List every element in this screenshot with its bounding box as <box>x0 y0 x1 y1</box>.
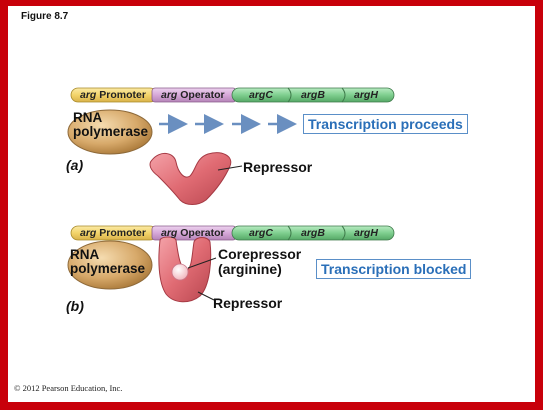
operator-label-b: arg Operator <box>161 227 225 239</box>
repressor-a-leader <box>217 165 243 171</box>
promoter-label-a: arg Promoter <box>80 89 146 101</box>
panel-a-tag: (a) <box>66 157 84 173</box>
operator-label-a: arg Operator <box>161 89 225 101</box>
gene-argC-label-a: argC <box>249 89 273 101</box>
promoter-label-b: arg Promoter <box>80 227 146 239</box>
transcription-proceeds-box: Transcription proceeds <box>303 114 468 134</box>
repressor-label-b: Repressor <box>213 295 283 311</box>
gene-argC-label-b: argC <box>249 227 273 239</box>
repressor-b <box>158 236 212 303</box>
transcription-blocked-box: Transcription blocked <box>316 259 472 279</box>
repressor-a <box>149 152 232 205</box>
repressor-label-a: Repressor <box>243 159 313 175</box>
gene-argH-label-a: argH <box>354 89 378 101</box>
figure-label: Figure 8.7 <box>21 11 69 22</box>
genes-segment-b <box>231 225 395 241</box>
repressor-b-leader <box>197 291 215 301</box>
genes-segment <box>231 87 395 103</box>
panel-b-tag: (b) <box>66 298 84 314</box>
corepressor-leader <box>187 257 217 269</box>
corepressor-arginine <box>171 263 189 281</box>
gene-argH-label-b: argH <box>354 227 378 239</box>
copyright-notice: © 2012 Pearson Education, Inc. <box>14 383 123 393</box>
gene-argB-label-b: argB <box>301 227 325 239</box>
corepressor-label: Corepressor(arginine) <box>218 246 302 277</box>
operon-b <box>70 225 395 241</box>
gene-argB-label-a: argB <box>301 89 325 101</box>
rna-polymerase-a <box>67 109 153 155</box>
operon-a <box>70 87 395 103</box>
figure-panel: Figure 8.7 <box>8 6 535 402</box>
rna-polymerase-b <box>67 240 153 290</box>
